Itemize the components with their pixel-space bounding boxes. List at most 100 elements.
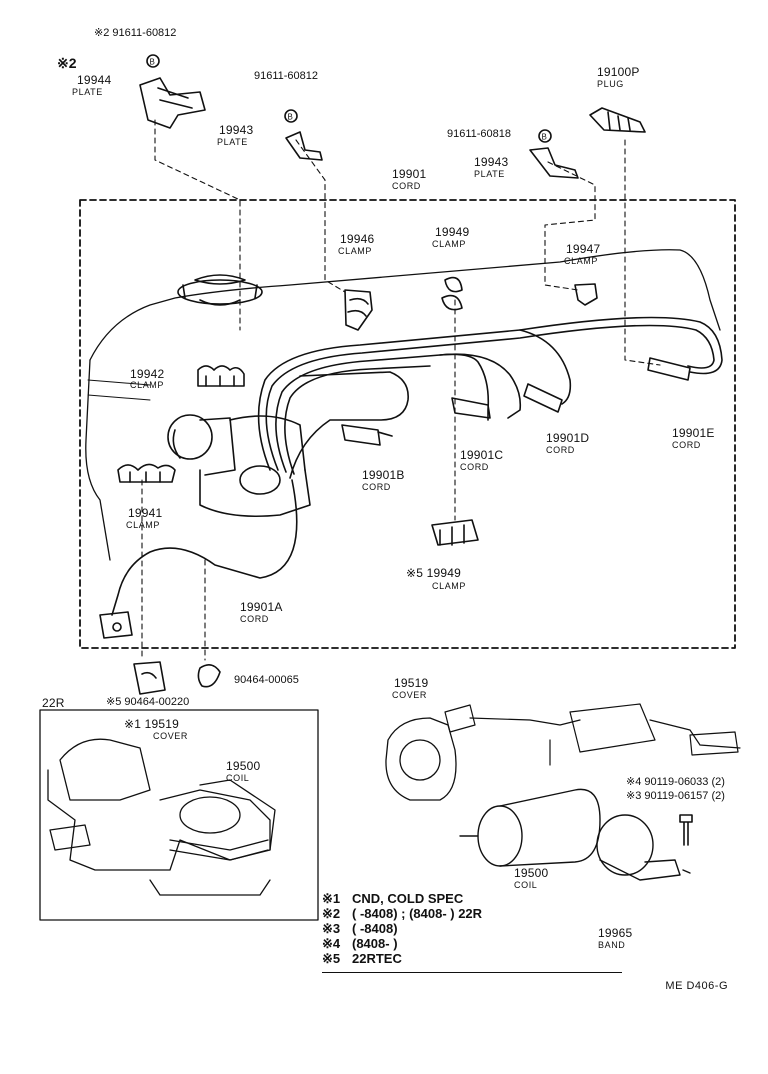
part-19901c-number: 19901C xyxy=(460,448,504,462)
part-19901b-name: CORD xyxy=(362,482,391,492)
part-19500b-name: COIL xyxy=(514,880,538,890)
harness xyxy=(444,703,741,766)
part-19946-name: CLAMP xyxy=(338,246,373,256)
plate-19944 xyxy=(139,77,206,129)
part-19901e-number: 19901E xyxy=(672,426,715,440)
bolt-b-3-glyph: B xyxy=(542,133,547,142)
coil-cover-19519 xyxy=(385,717,457,801)
part-19901d-name: CORD xyxy=(546,445,575,455)
clamp-90464-00065 xyxy=(197,664,221,688)
part-19901a-name: CORD xyxy=(240,614,269,624)
footnote-1-text: CND, COLD SPEC xyxy=(352,891,464,906)
cord-boot-c xyxy=(451,397,491,419)
footnote-2-key: ※2 xyxy=(322,906,341,921)
part-19943a-number: 19943 xyxy=(219,123,254,137)
part-19949b-name: CLAMP xyxy=(432,581,467,591)
clamp-19941 xyxy=(117,463,176,483)
footnotes-rule xyxy=(322,972,622,973)
part-19941-number: 19941 xyxy=(128,506,163,520)
part-19943a-name: PLATE xyxy=(217,137,248,147)
part-19949b-number: ※5 19949 xyxy=(406,566,462,580)
part-19947-name: CLAMP xyxy=(564,256,599,266)
footnote-3: ※3 ( -8408) xyxy=(322,921,622,936)
ignition-cord-bundle xyxy=(257,316,723,479)
cord-boot-e xyxy=(647,357,691,381)
clip-b1-label: ※2 91611-60812 xyxy=(94,27,177,39)
part-19944-number: 19944 xyxy=(77,73,112,87)
part-19901-name: CORD xyxy=(392,181,421,191)
part-19901b-number: 19901B xyxy=(362,468,405,482)
bolt-90119 xyxy=(679,814,693,846)
part-90119-06033-number: ※4 90119-06033 (2) xyxy=(626,776,725,788)
footnote-3-text: ( -8408) xyxy=(352,921,398,936)
coil-19500-b xyxy=(459,788,601,867)
part-19947-number: 19947 xyxy=(566,242,601,256)
part-19943b-number: 19943 xyxy=(474,155,509,169)
clamp-19942 xyxy=(197,365,245,387)
inset-22r-drawing xyxy=(47,738,276,896)
part-19901e-name: CORD xyxy=(672,440,701,450)
figure-code: ME D406-G xyxy=(665,980,728,992)
footnote-2-text: ( -8408) ; (8408- ) 22R xyxy=(352,906,483,921)
note-mark-2: ※2 xyxy=(57,55,77,71)
footnote-2: ※2 ( -8408) ; (8408- ) 22R xyxy=(322,906,622,921)
footnote-5-key: ※5 xyxy=(322,951,341,966)
part-19942-name: CLAMP xyxy=(130,380,165,390)
footnote-3-key: ※3 xyxy=(322,921,341,936)
cord-boot-b xyxy=(341,424,393,446)
part-19942-number: 19942 xyxy=(130,367,165,381)
spark-plug xyxy=(589,107,646,133)
cord-19901a-boot xyxy=(99,611,133,639)
leader-lines xyxy=(141,119,661,661)
part-90119-06157-number: ※3 90119-06157 (2) xyxy=(626,790,725,802)
part-19901a-number: 19901A xyxy=(240,600,283,614)
part-19901-number: 19901 xyxy=(392,167,427,181)
model-22r-label: 22R xyxy=(42,696,65,710)
engine-outline xyxy=(89,249,721,361)
part-19500a-name: COIL xyxy=(226,773,250,783)
part-19943b-name: PLATE xyxy=(474,169,505,179)
part-19965-name: BAND xyxy=(598,940,626,950)
bolt-b2-label: 91611-60812 xyxy=(254,70,319,82)
part-19500b-number: 19500 xyxy=(514,866,549,880)
clamp-19947 xyxy=(574,283,598,306)
cord-set-boundary xyxy=(79,199,736,649)
inset-22r-frame xyxy=(39,709,319,921)
bolt-b-1 xyxy=(146,54,160,68)
part-90464-00065-number: 90464-00065 xyxy=(234,674,299,686)
clamp-90464-00220 xyxy=(133,661,166,695)
footnote-4: ※4 (8408- ) xyxy=(322,936,622,951)
part-19519a-name: COVER xyxy=(153,731,189,741)
part-19949a-number: 19949 xyxy=(435,225,470,239)
footnote-1: ※1 CND, COLD SPEC xyxy=(322,891,622,906)
footnote-4-text: (8408- ) xyxy=(352,936,398,951)
part-19100p-number: 19100P xyxy=(597,65,640,79)
clamp-19949-b xyxy=(431,519,479,546)
plate-19943-b xyxy=(529,147,579,179)
bolt-b-2-glyph: B xyxy=(288,113,293,122)
cord-boot-d xyxy=(523,383,563,413)
bolt-b-3 xyxy=(538,129,552,143)
distributor xyxy=(167,414,311,517)
bolt-b3-label: 91611-60818 xyxy=(447,128,512,140)
bolt-b-2 xyxy=(284,109,298,123)
clamp-19949-a xyxy=(441,276,463,311)
part-19946-number: 19946 xyxy=(340,232,375,246)
clamp-19946 xyxy=(344,289,373,331)
engine-side-outline xyxy=(85,359,111,561)
part-19941-name: CLAMP xyxy=(126,520,161,530)
part-19519b-name: COVER xyxy=(392,690,428,700)
footnote-1-key: ※1 xyxy=(322,891,341,906)
part-90464-00220-number: ※5 90464-00220 xyxy=(106,696,190,708)
part-19519b-number: 19519 xyxy=(394,676,429,690)
footnotes: ※1 CND, COLD SPEC ※2 ( -8408) ; (8408- )… xyxy=(322,891,622,966)
footnote-4-key: ※4 xyxy=(322,936,341,951)
band-19965 xyxy=(596,814,691,881)
engine-bumps xyxy=(87,379,151,401)
footnote-5-text: 22RTEC xyxy=(352,951,402,966)
part-19519a-number: ※1 19519 xyxy=(124,717,180,731)
cord-19901a-terminal xyxy=(112,622,122,632)
bolt-b-1-glyph: B xyxy=(150,58,155,67)
oil-filler-cap xyxy=(177,274,263,306)
